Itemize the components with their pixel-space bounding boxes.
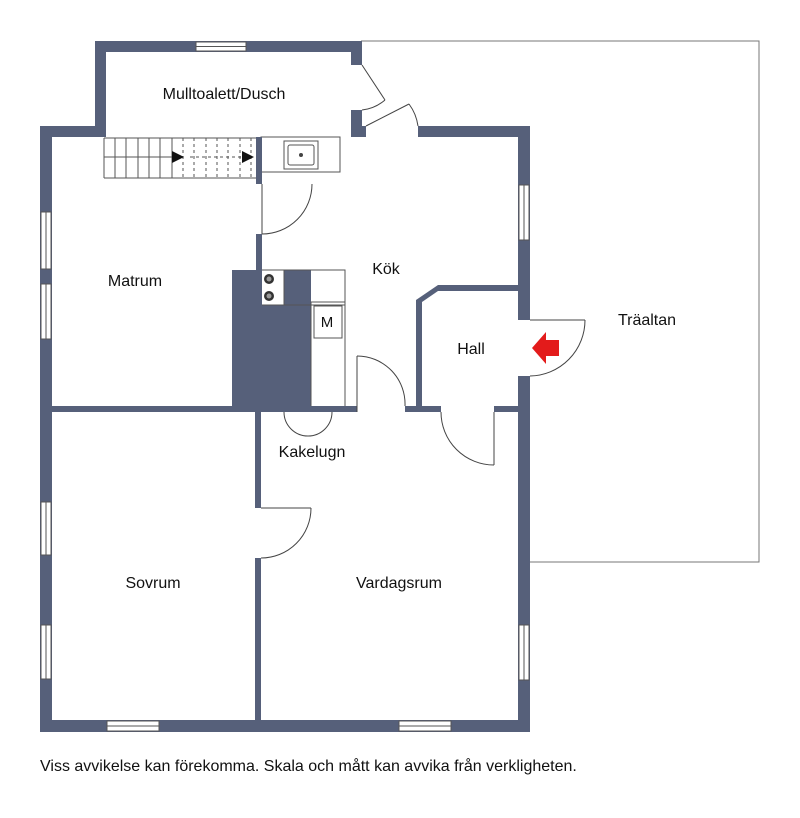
disclaimer-text: Viss avvikelse kan förekomma. Skala och …: [40, 758, 577, 775]
windows: [40, 41, 530, 732]
sink-drain: [299, 153, 303, 157]
stove-plates: [260, 269, 285, 306]
deck-outline: [361, 40, 760, 563]
stairs-arrow-icon: [242, 151, 254, 163]
entrance-arrow-icon: [532, 332, 559, 364]
room-label-shower: Mulltoalett/Dusch: [163, 86, 286, 103]
room-label-stove: Kakelugn: [279, 444, 346, 461]
room-label-living: Vardagsrum: [356, 575, 442, 592]
room-label-kitchen: Kök: [372, 261, 401, 278]
room-label-bedroom: Sovrum: [125, 575, 180, 592]
room-label-hall: Hall: [457, 341, 485, 358]
room-label-food-room: Matrum: [108, 273, 162, 290]
doors: [260, 64, 586, 559]
room-label-deck: Träaltan: [618, 312, 676, 329]
stairs-arrow-icon: [172, 151, 184, 163]
microwave-label: M: [321, 314, 334, 331]
